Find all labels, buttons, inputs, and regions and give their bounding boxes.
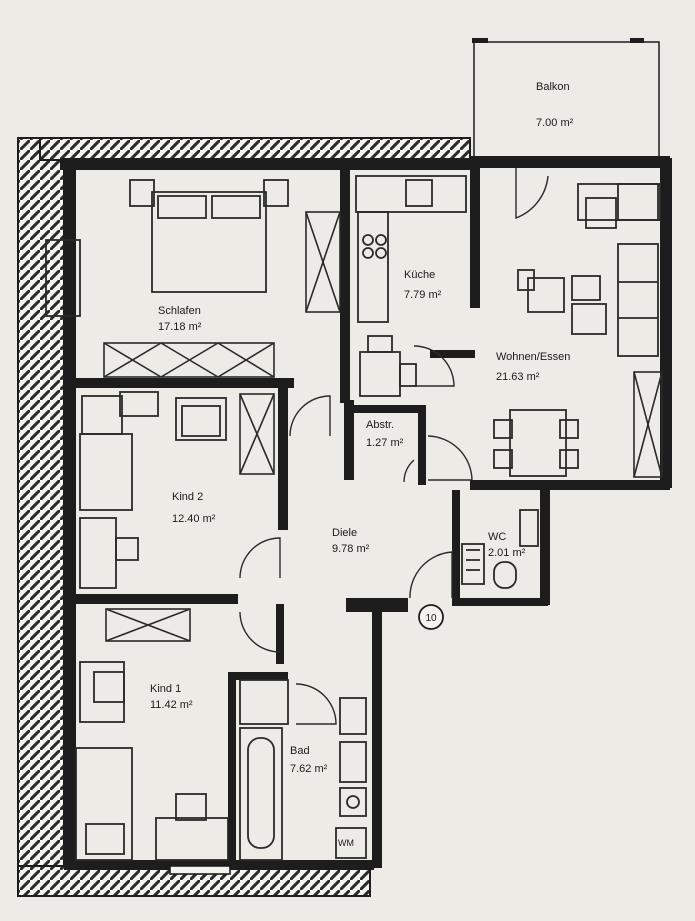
room-area: 1.27 m²	[366, 437, 404, 449]
room-name: Kind 2	[172, 491, 203, 503]
wm-label: WM	[338, 838, 354, 848]
room-name: Küche	[404, 269, 435, 281]
room-area: 9.78 m²	[332, 543, 370, 555]
room-name: Balkon	[536, 81, 570, 93]
doors	[239, 168, 549, 725]
exterior-wall-hatched	[17, 137, 471, 897]
room-name: Wohnen/Essen	[496, 351, 570, 363]
room-label-schlafen: Schlafen 17.18 m²	[158, 305, 202, 333]
room-label-kind1: Kind 1 11.42 m²	[150, 683, 193, 711]
wardrobes	[103, 211, 663, 642]
furniture	[45, 175, 661, 861]
room-area: 7.62 m²	[290, 763, 328, 775]
room-area: 17.18 m²	[158, 321, 202, 333]
walls	[60, 156, 672, 870]
room-area: 2.01 m²	[488, 547, 526, 559]
room-name: Schlafen	[158, 305, 201, 317]
room-label-wc: WC 2.01 m²	[488, 531, 526, 559]
room-name: WC	[488, 531, 506, 543]
room-name: Abstr.	[366, 419, 394, 431]
entrance-marker: 10	[418, 604, 444, 630]
room-label-wohnen: Wohnen/Essen 21.63 m²	[496, 351, 570, 383]
room-label-diele: Diele 9.78 m²	[332, 527, 370, 555]
room-label-abstr: Abstr. 1.27 m²	[366, 419, 404, 449]
room-name: Bad	[290, 745, 310, 757]
room-name: Diele	[332, 527, 357, 539]
room-label-kueche: Küche 7.79 m²	[404, 269, 442, 301]
room-name: Kind 1	[150, 683, 181, 695]
room-area: 11.42 m²	[150, 699, 193, 711]
room-area: 7.00 m²	[536, 117, 574, 129]
room-area: 12.40 m²	[172, 513, 216, 525]
room-area: 21.63 m²	[496, 371, 540, 383]
entrance-marker-number: 10	[425, 613, 437, 624]
room-label-balkon: Balkon 7.00 m²	[536, 81, 574, 129]
room-area: 7.79 m²	[404, 289, 442, 301]
room-label-kind2: Kind 2 12.40 m²	[172, 491, 216, 525]
room-label-bad: Bad 7.62 m²	[290, 745, 328, 775]
bottom-window	[169, 865, 231, 875]
